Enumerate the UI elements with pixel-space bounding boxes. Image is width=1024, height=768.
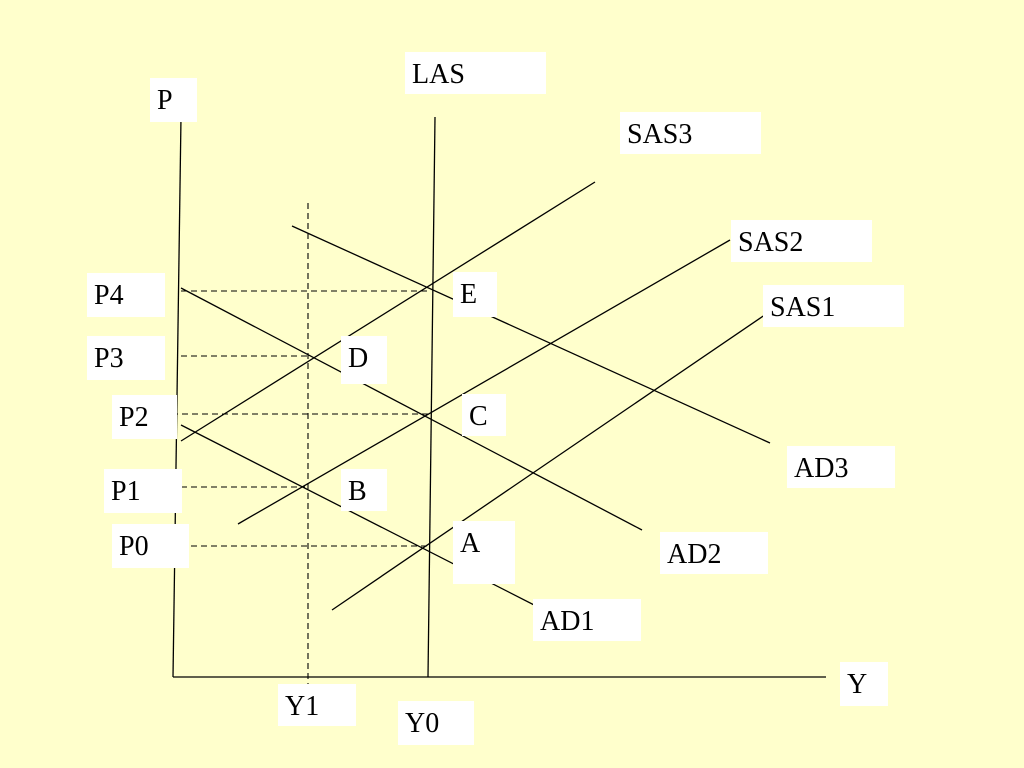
las-line <box>427 116 436 678</box>
p3-label: P3 <box>87 336 165 380</box>
sas1-label: SAS1 <box>763 285 904 327</box>
sas2-label: SAS2 <box>731 220 872 262</box>
point-b-label: B <box>341 469 387 511</box>
sas2-line <box>237 239 731 525</box>
point-d-label: D <box>341 336 387 384</box>
sas1-line <box>331 307 776 611</box>
ad3-label: AD3 <box>787 446 895 488</box>
y-axis-line <box>172 116 182 678</box>
p0-label: P0 <box>112 524 189 568</box>
point-a-label: A <box>453 521 515 584</box>
p4-label: P4 <box>87 273 165 317</box>
ad2-label: AD2 <box>660 532 768 574</box>
sas3-label: SAS3 <box>620 112 761 154</box>
ad3-line <box>291 225 771 444</box>
point-e-label: E <box>453 272 497 317</box>
p1-label: P1 <box>104 469 182 513</box>
y0-label: Y0 <box>398 701 474 745</box>
ad1-label: AD1 <box>533 599 641 641</box>
y-axis-label: P <box>150 78 197 122</box>
sas3-line <box>180 181 596 442</box>
y1-label: Y1 <box>278 684 356 726</box>
las-label: LAS <box>405 52 546 94</box>
x-axis-label: Y <box>840 662 888 706</box>
p2-label: P2 <box>112 395 177 439</box>
point-c-label: C <box>462 394 506 436</box>
ad2-line <box>180 287 643 531</box>
